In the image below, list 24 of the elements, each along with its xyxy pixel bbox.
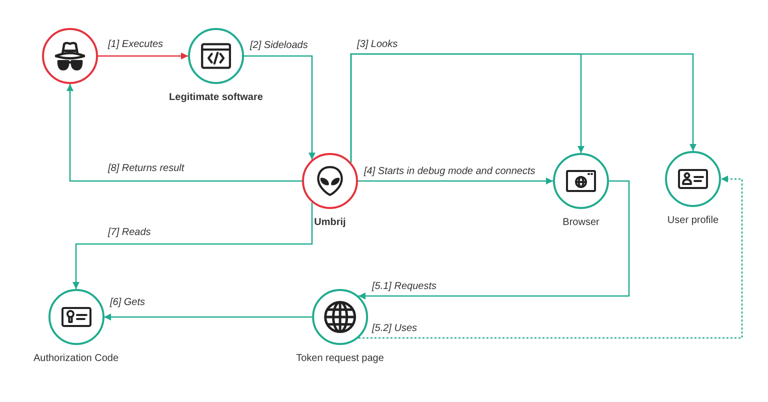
edge-label: [4] Starts in debug mode and connects	[364, 165, 536, 178]
node-label: Authorization Code	[33, 352, 119, 365]
arrow	[66, 84, 302, 182]
arrow	[72, 202, 313, 289]
edge-label: [1] Executes	[108, 38, 164, 51]
arrow	[98, 52, 188, 60]
arrow	[358, 180, 630, 300]
edge-label: [7] Reads	[108, 226, 151, 239]
edge-label: [6] Gets	[110, 296, 146, 309]
node-label: Browser	[562, 216, 600, 229]
node-label: Legitimate software	[169, 91, 263, 104]
node-label: Umbrij	[314, 216, 346, 229]
dotted-arrow	[358, 176, 743, 339]
node-label: User profile	[667, 214, 719, 227]
arrow	[244, 55, 316, 160]
edge-label: [5.1] Requests	[372, 280, 436, 293]
arrow	[104, 314, 312, 320]
edge-label: [5.2] Uses	[372, 322, 418, 335]
edge-label: [8] Returns result	[108, 162, 184, 175]
node-label: Token request page	[296, 352, 384, 365]
arrow	[358, 178, 553, 184]
edge-label: [2] Sideloads	[250, 39, 308, 52]
edge-label: [3] Looks	[357, 38, 398, 51]
arrow	[350, 53, 696, 162]
